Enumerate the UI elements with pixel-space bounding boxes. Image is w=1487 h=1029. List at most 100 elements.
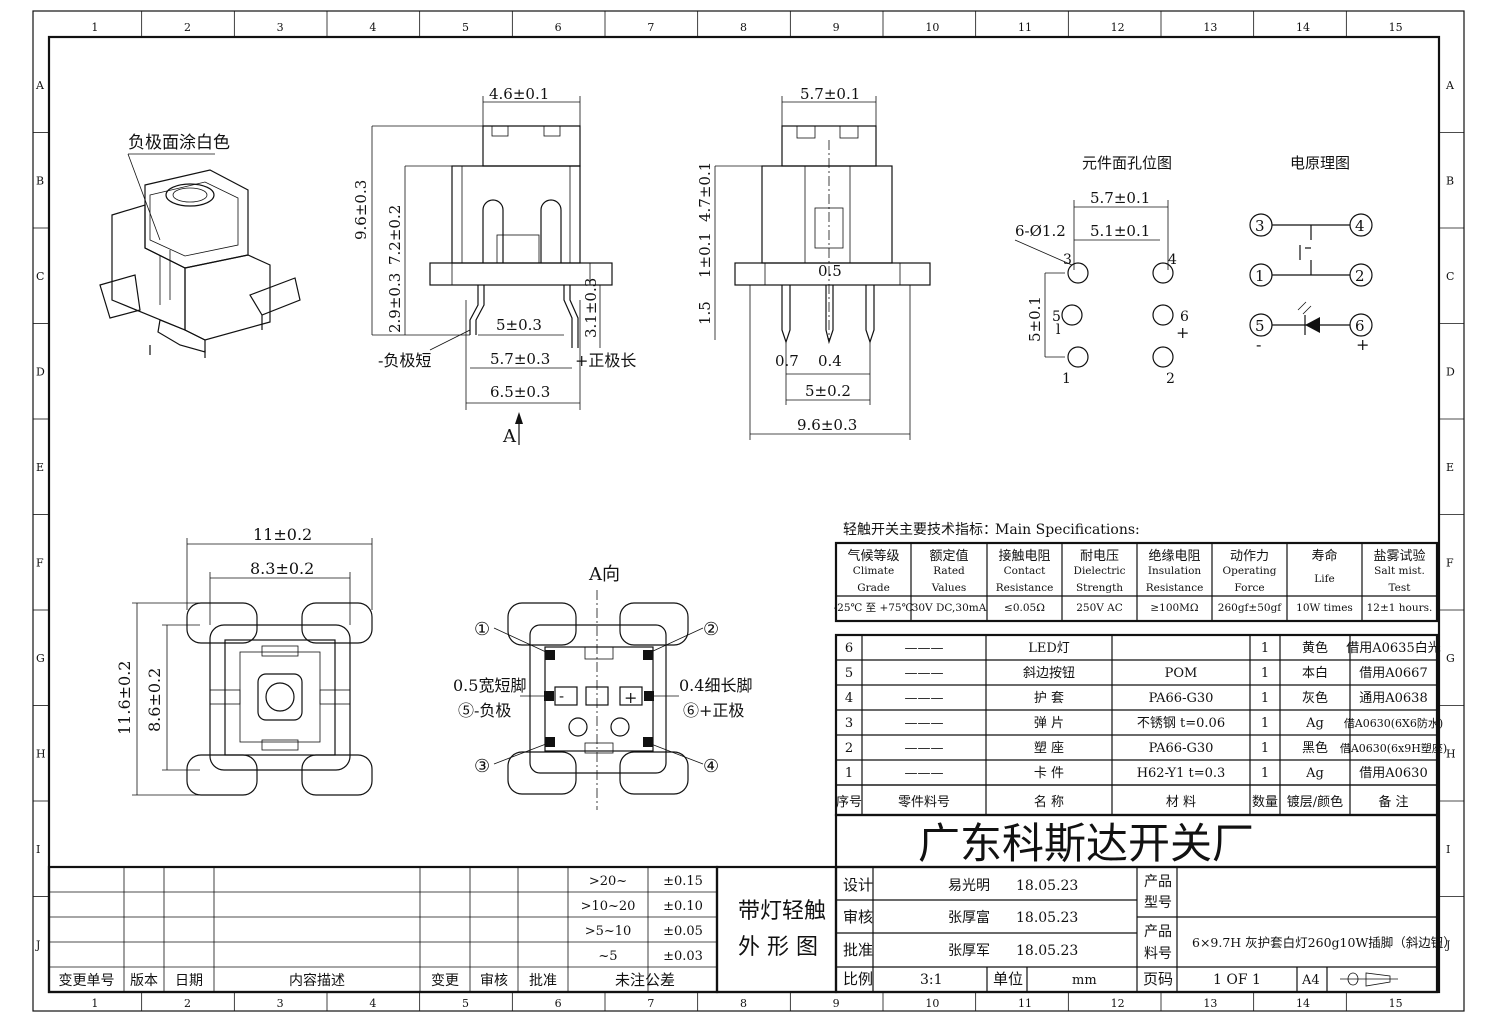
page-value: 1 OF 1 — [1213, 972, 1261, 988]
bom-row-4-name: 护 套 — [1034, 690, 1064, 706]
design-date: 18.05.23 — [1016, 878, 1078, 894]
column-marks: 1122334455667788991010111112121313141415… — [91, 11, 1403, 1011]
bom-row-6-name: LED灯 — [1028, 641, 1070, 656]
part-value: 6×9.7H 灰护套白灯260g10W插脚（斜边钮） — [1192, 935, 1456, 950]
scale-value: 3:1 — [920, 972, 943, 988]
unit-value: mm — [1072, 973, 1097, 988]
bom-row-3-material: 不锈钢 t=0.06 — [1137, 716, 1225, 731]
circuit-node-1: 1 — [1255, 267, 1265, 285]
title-block: 设计 易光明 18.05.23 审核 张厚富 18.05.23 批准 张厚军 1… — [834, 865, 1456, 994]
row-mark-right-E: E — [1446, 461, 1454, 474]
front-view: 4.6±0.1 9.6±0.3 7.2±0.2 2.9±0.3 3.1±0.3 … — [352, 85, 636, 447]
spec-value-1: 30V DC,30mA — [912, 602, 987, 614]
bom-row-6-qty: 1 — [1261, 641, 1269, 656]
spec-en-3-1: Strength — [1076, 582, 1123, 594]
bom-row-5-remark: 借用A0667 — [1359, 666, 1427, 681]
col-mark-bottom-14: 14 — [1296, 997, 1310, 1010]
part-label-2: 料号 — [1144, 946, 1172, 962]
col-mark-10: 10 — [925, 21, 939, 34]
hole-layout: 元件面孔位图 5.7±0.1 5.1±0.1 6-Ø1.2 5±0.1 3 4 … — [1014, 154, 1189, 387]
col-mark-6: 6 — [555, 21, 562, 34]
dim-side-1-5: 1.5 — [696, 301, 714, 325]
row-mark-B: B — [36, 174, 44, 187]
row-mark-I: I — [36, 843, 40, 856]
spec-title-3: 耐电压 — [1080, 549, 1119, 564]
dim-total-height: 9.6±0.3 — [352, 180, 370, 240]
design-label: 设计 — [843, 876, 873, 894]
col-mark-bottom-13: 13 — [1203, 997, 1217, 1010]
bom-row-2-part: ——— — [905, 741, 944, 756]
revision-header-2: 日期 — [175, 973, 203, 989]
model-label-2: 型号 — [1144, 895, 1172, 911]
dim-top-inner-width: 8.3±0.2 — [250, 559, 314, 578]
col-mark-5: 5 — [462, 21, 469, 34]
unit-label: 单位 — [993, 970, 1023, 988]
row-mark-right-F: F — [1446, 556, 1454, 569]
tolerance-range-2: >5~10 — [585, 924, 632, 939]
bom-row-5-part: ——— — [905, 666, 944, 681]
spec-en-0-1: Grade — [857, 582, 890, 594]
spec-value-2: ≤0.05Ω — [1004, 602, 1045, 614]
revision-header-0: 变更单号 — [59, 973, 115, 989]
row-mark-right-J: J — [1445, 938, 1450, 951]
col-mark-bottom-11: 11 — [1018, 997, 1032, 1010]
bom-row-6-remark: 借用A0635白光 — [1346, 640, 1440, 656]
col-mark-4: 4 — [369, 21, 376, 34]
row-mark-right-H: H — [1446, 747, 1456, 760]
col-mark-bottom-4: 4 — [369, 997, 376, 1010]
hole-neg-sign: l — [1056, 322, 1061, 338]
dim-side-button: 5.7±0.1 — [800, 85, 860, 103]
company-name: 广东科斯达开关厂 — [918, 819, 1254, 868]
spec-title-7: 盐雾试验 — [1373, 548, 1425, 564]
callout-2: ② — [703, 619, 719, 640]
check-label: 审核 — [843, 908, 873, 926]
revision-header-5: 审核 — [480, 973, 508, 989]
spec-value-6: 10W times — [1296, 602, 1353, 614]
circuit-diagram: 电原理图 3 4 1 2 5 6 - + — [1249, 154, 1373, 354]
hole-pin-2: 2 — [1166, 371, 1175, 387]
spec-en-5-0: Operating — [1223, 565, 1277, 577]
dim-side-9-6: 9.6±0.3 — [797, 416, 857, 434]
revision-header-3: 内容描述 — [289, 972, 345, 989]
bom-row-2-material: PA66-G30 — [1149, 741, 1214, 756]
revision-block: 变更单号版本日期内容描述变更审核批准>20~±0.15>10~20±0.10>5… — [47, 865, 719, 994]
dim-pin-outer: 6.5±0.3 — [490, 383, 550, 401]
bom-header-remark: 备 注 — [1378, 794, 1408, 810]
bom-row-2-color: 黑色 — [1302, 740, 1328, 756]
spec-en-7-0: Salt mist. — [1374, 565, 1425, 577]
bom-row-5-color: 本白 — [1302, 665, 1328, 681]
bom-row-2-qty: 1 — [1261, 741, 1269, 756]
bom-row-2-name: 塑 座 — [1034, 741, 1064, 756]
hole-pos-sign: + — [1176, 323, 1189, 342]
spec-en-1-1: Values — [931, 582, 967, 594]
iso-label: 负极面涂白色 — [128, 133, 230, 153]
bom-row-5-qty: 1 — [1261, 666, 1269, 681]
tolerance-range-1: >10~20 — [581, 899, 636, 914]
row-mark-F: F — [36, 556, 44, 569]
circuit-node-5: 5 — [1255, 317, 1265, 335]
revision-header-6: 批准 — [529, 973, 557, 989]
bom-row-3-name: 弹 片 — [1034, 716, 1064, 731]
bom-row-1-color: Ag — [1305, 766, 1324, 781]
bom-row-4-no: 4 — [845, 691, 853, 706]
spec-en-1-0: Rated — [933, 565, 965, 577]
row-mark-D: D — [36, 365, 45, 378]
bom-row-2-no: 2 — [845, 741, 853, 756]
revision-header-4: 变更 — [431, 973, 459, 989]
bom-row-3-color: Ag — [1305, 716, 1324, 731]
a-view-neg-pad: - — [559, 687, 564, 705]
col-mark-15: 15 — [1389, 21, 1403, 34]
col-mark-11: 11 — [1018, 21, 1032, 34]
spec-title-1: 额定值 — [929, 548, 968, 564]
col-mark-bottom-12: 12 — [1111, 997, 1125, 1010]
spec-en-7-1: Test — [1388, 582, 1411, 594]
a-view: A向 - + ① ② ③ ④ 0.5宽短脚 ⑤-负极 0.4细长脚 ⑥ — [453, 564, 752, 810]
bom-header-color: 镀层/颜色 — [1287, 794, 1343, 810]
dim-hole-inner: 5.1±0.1 — [1090, 222, 1150, 240]
col-mark-bottom-15: 15 — [1389, 997, 1403, 1010]
drawing-title: 带灯轻触 外 形 图 — [715, 865, 838, 994]
circuit-node-4: 4 — [1355, 217, 1365, 235]
design-name: 易光明 — [948, 878, 990, 894]
bom-row-1-no: 1 — [845, 766, 853, 781]
top-view: 11±0.2 8.3±0.2 11.6±0.2 8.6±0.2 — [115, 525, 373, 796]
